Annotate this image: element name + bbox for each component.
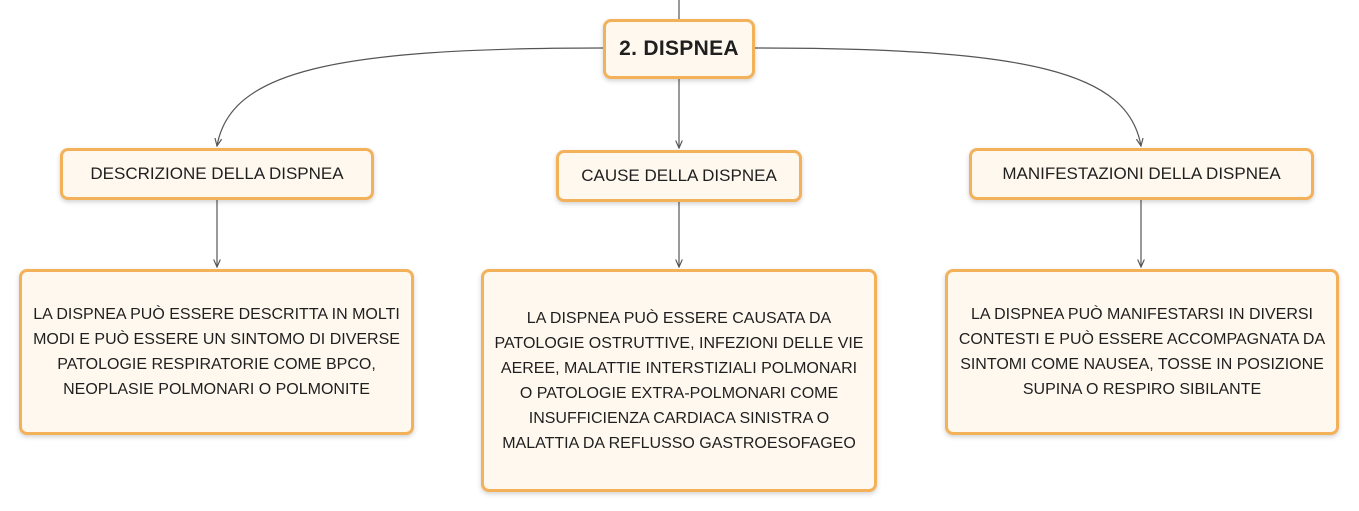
- connector-root-to-descrizione: [217, 47, 604, 146]
- detail-node-descrizione[interactable]: LA DISPNEA PUÒ ESSERE DESCRITTA IN MOLTI…: [19, 269, 414, 435]
- detail-node-manifestazioni[interactable]: LA DISPNEA PUÒ MANIFESTARSI IN DIVERSI C…: [945, 269, 1339, 435]
- connector-root-to-manifestazioni: [754, 47, 1141, 146]
- detail-text-cause: LA DISPNEA PUÒ ESSERE CAUSATA DA PATOLOG…: [494, 309, 864, 452]
- root-label: 2. DISPNEA: [619, 37, 739, 60]
- detail-text-manifestazioni: LA DISPNEA PUÒ MANIFESTARSI IN DIVERSI C…: [958, 306, 1326, 398]
- topic-node-descrizione[interactable]: DESCRIZIONE DELLA DISPNEA: [60, 148, 374, 200]
- topic-node-manifestazioni[interactable]: MANIFESTAZIONI DELLA DISPNEA: [969, 148, 1314, 200]
- detail-node-cause[interactable]: LA DISPNEA PUÒ ESSERE CAUSATA DA PATOLOG…: [481, 269, 877, 492]
- topic-label-cause: CAUSE DELLA DISPNEA: [581, 166, 777, 185]
- topic-node-cause[interactable]: CAUSE DELLA DISPNEA: [556, 150, 802, 202]
- topic-label-manifestazioni: MANIFESTAZIONI DELLA DISPNEA: [1002, 164, 1281, 183]
- detail-text-descrizione: LA DISPNEA PUÒ ESSERE DESCRITTA IN MOLTI…: [33, 306, 400, 398]
- root-node[interactable]: 2. DISPNEA: [603, 19, 755, 79]
- topic-label-descrizione: DESCRIZIONE DELLA DISPNEA: [90, 164, 344, 183]
